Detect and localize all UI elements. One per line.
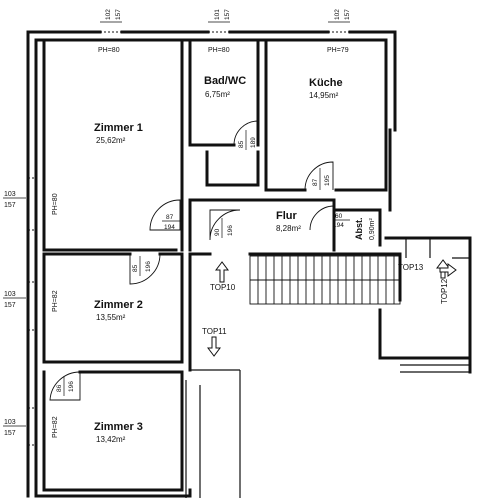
- door-width-label: 60: [335, 213, 343, 220]
- door-height-label: 196: [145, 261, 152, 272]
- window-height-label: 157: [344, 9, 351, 20]
- room-zimmer1: Zimmer 1 25,62m²: [94, 122, 143, 145]
- room-area: 13,42m²: [96, 435, 126, 444]
- parapet-height-label: PH=80: [98, 47, 120, 54]
- door-height-label: 194: [333, 222, 344, 229]
- top12-marker: TOP12: [436, 259, 450, 304]
- window-openings: [28, 31, 350, 446]
- door-bad-dims: 85 189: [238, 130, 257, 150]
- room-area: 0,90m²: [369, 218, 376, 240]
- window-width-label: 102: [334, 9, 341, 20]
- room-area: 25,62m²: [96, 136, 126, 145]
- door-width-label: 85: [132, 264, 139, 272]
- parapet-height-label: PH=80: [208, 47, 230, 54]
- door-height-label: 189: [250, 137, 257, 148]
- parapet-height-label: PH=82: [52, 416, 59, 438]
- door-flur-dims: 90 196: [214, 218, 234, 238]
- parapet-height-label: PH=82: [52, 290, 59, 312]
- top-label: TOP11: [202, 327, 227, 336]
- window-top-bad: 101 157 PH=80: [208, 9, 231, 54]
- room-zimmer3: Zimmer 3 13,42m²: [94, 421, 143, 444]
- window-width-label: 103: [4, 419, 16, 426]
- window-width-label: 103: [4, 191, 16, 198]
- room-badwc: Bad/WC 6,75m²: [204, 75, 246, 99]
- window-height-label: 157: [4, 202, 16, 209]
- room-area: 6,75m²: [205, 90, 230, 99]
- door-zimmer3-dims: 86 196: [56, 376, 75, 396]
- room-name: Küche: [309, 77, 343, 89]
- window-left-zimmer1: 103 157 PH=80: [3, 191, 59, 215]
- room-abst: Abst. 0,90m²: [354, 218, 376, 241]
- room-name: Bad/WC: [204, 75, 246, 87]
- door-width-label: 90: [214, 228, 221, 236]
- door-height-label: 195: [324, 175, 331, 186]
- door-kueche-dims: 87 195: [312, 168, 331, 190]
- right-arrow-icon: [439, 263, 457, 277]
- top-label: TOP12: [440, 278, 449, 304]
- door-width-label: 85: [238, 140, 245, 148]
- top13-marker: TOP13: [398, 263, 457, 277]
- down-arrow-icon: [207, 336, 221, 357]
- room-name: Zimmer 1: [94, 122, 143, 134]
- room-name: Flur: [276, 210, 297, 222]
- window-height-label: 157: [4, 430, 16, 437]
- top11-marker: TOP11: [202, 327, 227, 357]
- walls: [26, 30, 472, 498]
- room-name: Zimmer 3: [94, 421, 143, 433]
- room-area: 13,55m²: [96, 313, 126, 322]
- room-name: Zimmer 2: [94, 299, 143, 311]
- window-left-zimmer2: 103 157 PH=82: [3, 290, 59, 312]
- door-height-label: 194: [164, 224, 175, 231]
- window-height-label: 157: [4, 302, 16, 309]
- top-label: TOP10: [210, 283, 236, 292]
- window-width-label: 101: [214, 9, 221, 20]
- window-width-label: 102: [105, 9, 112, 20]
- window-top-kueche: 102 157 PH=79: [327, 9, 351, 54]
- door-height-label: 196: [227, 225, 234, 236]
- door-abst-dims: 60 194: [333, 213, 350, 229]
- door-swings: [49, 120, 335, 401]
- room-zimmer2: Zimmer 2 13,55m²: [94, 299, 143, 322]
- top-label: TOP13: [398, 263, 424, 272]
- door-width-label: 86: [56, 384, 63, 392]
- window-height-label: 157: [115, 9, 122, 20]
- door-width-label: 87: [166, 214, 174, 221]
- room-flur: Flur 8,28m²: [276, 210, 301, 233]
- window-height-label: 157: [224, 9, 231, 20]
- parapet-height-label: PH=80: [52, 193, 59, 215]
- parapet-height-label: PH=79: [327, 47, 349, 54]
- door-zimmer1-dims: 87 194: [162, 214, 182, 231]
- door-zimmer2-dims: 85 196: [132, 256, 152, 276]
- window-top-zimmer1: 102 157 PH=80: [98, 9, 122, 54]
- room-name: Abst.: [354, 218, 364, 241]
- stairs: [249, 255, 401, 305]
- window-left-zimmer3: 103 157 PH=82: [3, 416, 59, 438]
- room-kueche: Küche 14,95m²: [309, 77, 343, 100]
- up-arrow-icon: [215, 261, 229, 283]
- room-area: 14,95m²: [309, 91, 339, 100]
- window-width-label: 103: [4, 291, 16, 298]
- room-area: 8,28m²: [276, 224, 301, 233]
- door-width-label: 87: [312, 178, 319, 186]
- top10-marker: TOP10: [210, 261, 236, 292]
- door-height-label: 196: [68, 381, 75, 392]
